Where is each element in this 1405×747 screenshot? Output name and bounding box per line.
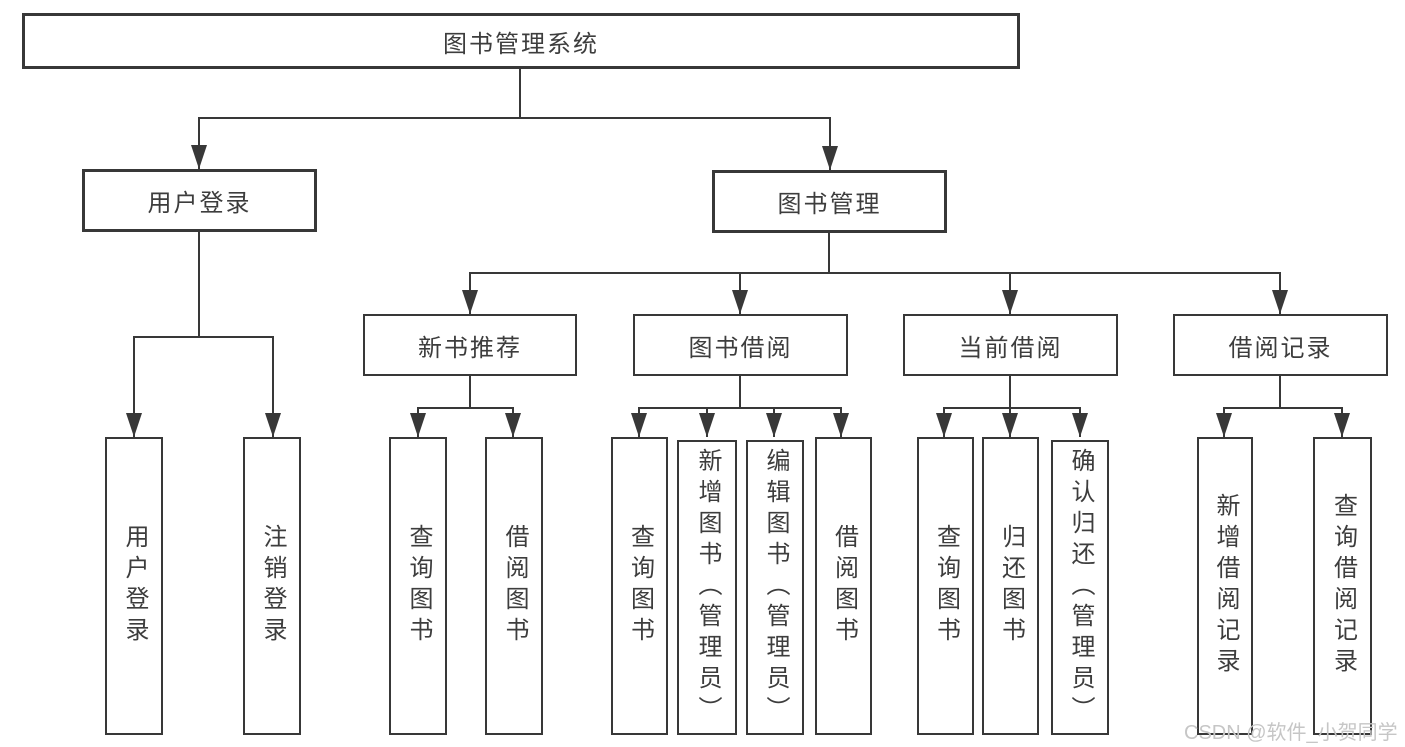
node-label: 用户登录: [121, 524, 148, 648]
leaf-confirm-return-admin: 确认归还（管理员）: [1051, 440, 1109, 735]
arrow-down-icon: [699, 413, 715, 437]
arrow-down-icon: [833, 413, 849, 437]
arrow-down-icon: [505, 413, 521, 437]
node-book-management: 图书管理: [712, 170, 947, 233]
node-label: 注销登录: [259, 524, 286, 648]
arrow-down-icon: [936, 413, 952, 437]
arrow-down-icon: [631, 413, 647, 437]
leaf-add-borrow-record: 新增借阅记录: [1197, 437, 1253, 735]
arrow-down-icon: [191, 145, 207, 169]
connector-current-borrow-crossbar: [943, 407, 1081, 409]
leaf-user-login: 用户登录: [105, 437, 163, 735]
node-label: 归还图书: [997, 524, 1025, 648]
leaf-borrow-books-recommend: 借阅图书: [485, 437, 543, 735]
connector-to-leaf-login: [133, 336, 135, 437]
connector-root-crossbar: [198, 117, 830, 119]
node-label: 图书借阅: [688, 334, 793, 362]
connector-book-mgmt-stem: [828, 233, 830, 272]
arrow-down-icon: [1002, 413, 1018, 437]
arrow-down-icon: [1272, 290, 1288, 314]
arrow-down-icon: [126, 413, 142, 437]
node-label: 查询借阅记录: [1329, 493, 1357, 679]
node-label: 当前借阅: [958, 334, 1063, 362]
node-label: 查询图书: [932, 524, 960, 648]
arrow-down-icon: [732, 290, 748, 314]
leaf-add-books-admin: 新增图书（管理员）: [677, 440, 737, 735]
arrow-down-icon: [410, 413, 426, 437]
arrow-down-icon: [1216, 413, 1232, 437]
connector-book-mgmt-crossbar: [469, 272, 1281, 274]
connector-to-leaf-logout: [272, 336, 274, 437]
node-label: 图书管理系统: [443, 30, 599, 58]
node-label: 查询图书: [626, 524, 654, 648]
leaf-query-books-borrowing: 查询图书: [611, 437, 668, 735]
node-label: 新增借阅记录: [1212, 493, 1239, 679]
arrow-down-icon: [1334, 413, 1350, 437]
arrow-down-icon: [766, 413, 782, 437]
node-label: 借阅记录: [1228, 334, 1333, 362]
leaf-query-books-current: 查询图书: [917, 437, 974, 735]
connector-user-login-crossbar: [133, 336, 274, 338]
arrow-down-icon: [462, 290, 478, 314]
node-label: 新书推荐: [418, 334, 522, 362]
connector-to-user-login: [198, 117, 200, 169]
node-label: 用户登录: [147, 190, 252, 217]
csdn-watermark: CSDN @软件_小贺同学: [1184, 722, 1398, 744]
connector-user-login-stem: [198, 232, 200, 336]
node-label: 图书管理: [777, 191, 882, 218]
node-label: 借阅图书: [830, 524, 858, 648]
arrow-down-icon: [1002, 290, 1018, 314]
node-label: 编辑图书（管理员）: [762, 448, 789, 727]
node-book-borrowing: 图书借阅: [633, 314, 848, 376]
node-user-login: 用户登录: [82, 169, 317, 232]
connector-current-borrow-stem: [1009, 376, 1011, 407]
arrow-down-icon: [265, 413, 281, 437]
connector-root-stem: [519, 69, 521, 117]
node-label: 借阅图书: [501, 524, 528, 648]
leaf-logout: 注销登录: [243, 437, 301, 735]
node-label: 新增图书（管理员）: [694, 448, 721, 727]
connector-new-book-stem: [469, 376, 471, 407]
arrow-down-icon: [1072, 413, 1088, 437]
node-borrowing-records: 借阅记录: [1173, 314, 1388, 376]
node-current-borrowing: 当前借阅: [903, 314, 1118, 376]
leaf-query-borrow-record: 查询借阅记录: [1313, 437, 1372, 735]
leaf-edit-books-admin: 编辑图书（管理员）: [746, 440, 804, 735]
arrow-down-icon: [822, 146, 838, 170]
leaf-query-books-recommend: 查询图书: [389, 437, 447, 735]
node-library-management-system: 图书管理系统: [22, 13, 1020, 69]
connector-book-borrow-stem: [739, 376, 741, 407]
leaf-borrow-books: 借阅图书: [815, 437, 872, 735]
node-new-book-recommend: 新书推荐: [363, 314, 577, 376]
connector-borrow-record-crossbar: [1223, 407, 1343, 409]
connector-to-book-management: [829, 117, 831, 170]
node-label: 确认归还（管理员）: [1067, 448, 1094, 727]
connector-book-borrow-crossbar: [638, 407, 842, 409]
node-label: 查询图书: [405, 524, 432, 648]
connector-borrow-record-stem: [1279, 376, 1281, 407]
connector-new-book-crossbar: [417, 407, 514, 409]
leaf-return-books: 归还图书: [982, 437, 1039, 735]
